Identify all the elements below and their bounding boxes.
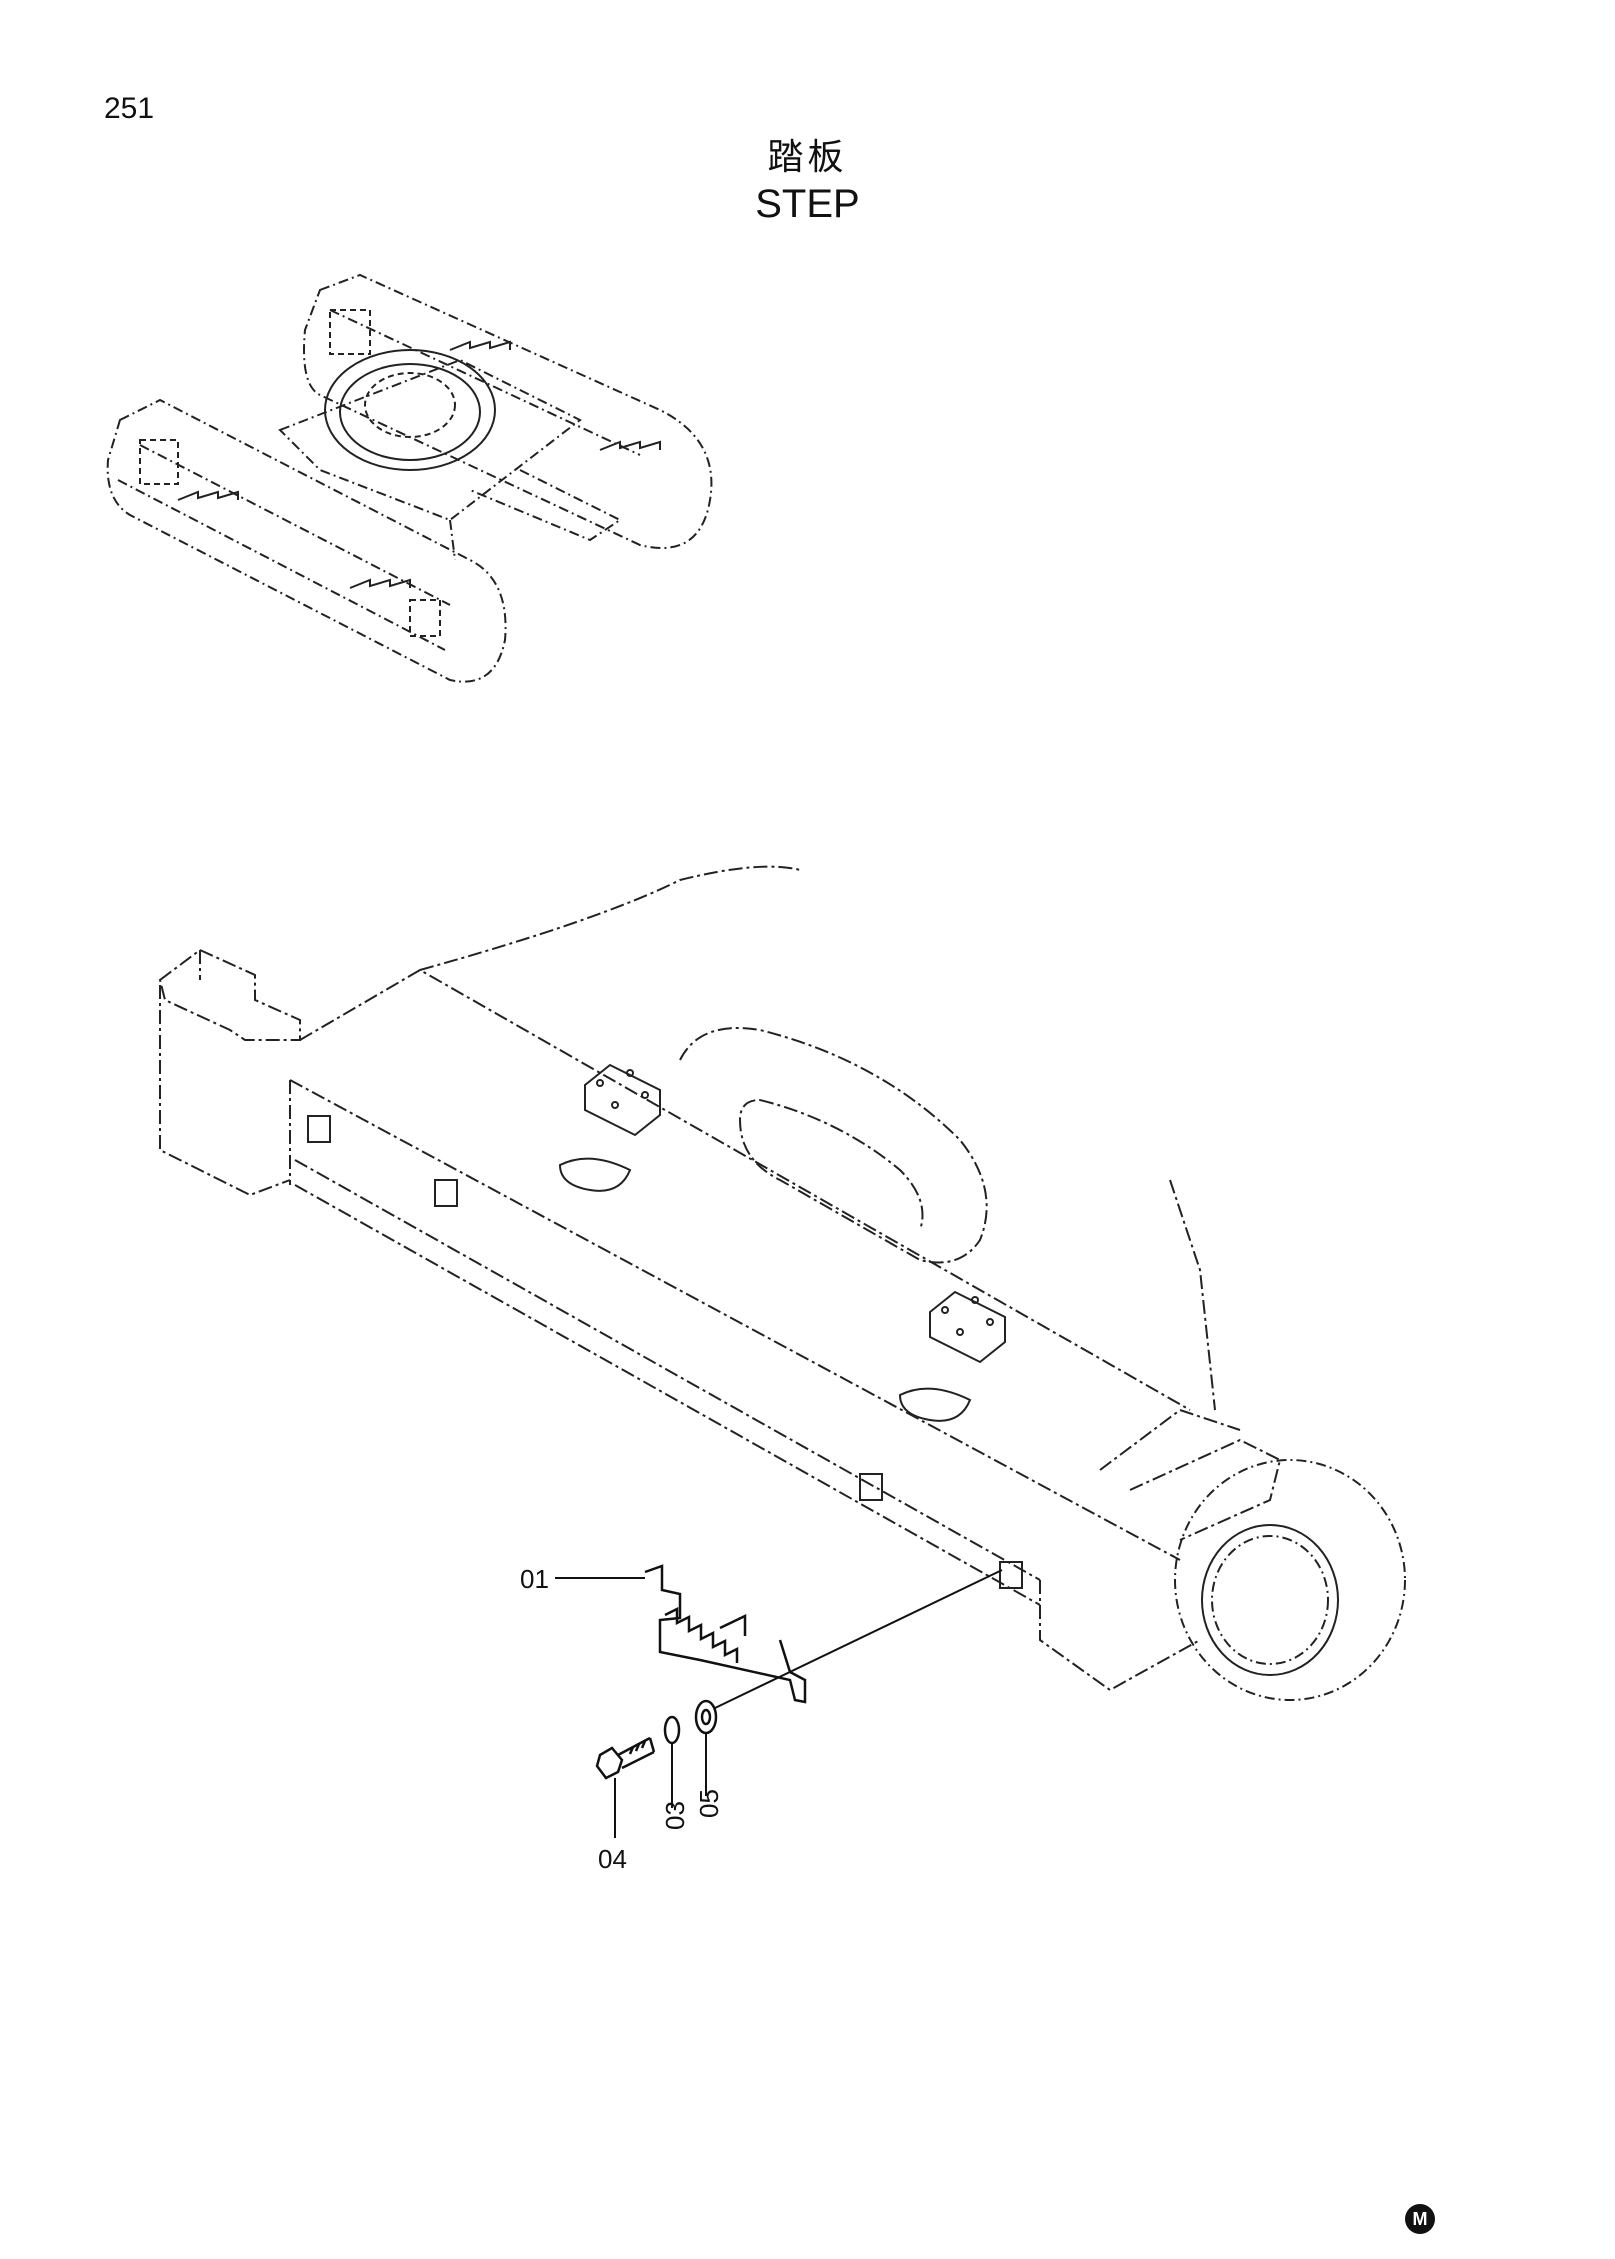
title-english: STEP — [755, 182, 860, 226]
overview-steps — [139, 309, 661, 637]
leader-lines — [555, 1569, 1003, 1838]
page-number: 251 — [104, 92, 155, 125]
step-plate-01 — [644, 1564, 807, 1704]
title-japanese: 踏板 — [767, 137, 848, 178]
callout-03: 03 — [660, 1801, 690, 1830]
mounting-pads — [558, 1063, 1006, 1422]
part-03-lockwasher — [663, 1715, 681, 1745]
part-05-washer — [694, 1699, 718, 1735]
swing-bearing-ring — [324, 349, 496, 471]
callout-04: 04 — [598, 1844, 627, 1874]
step-brackets — [307, 1115, 1023, 1589]
track-frame-detail — [158, 865, 1282, 1692]
idler-hub — [1174, 1459, 1406, 1701]
callout-05: 05 — [694, 1789, 724, 1818]
callout-01: 01 — [520, 1564, 549, 1594]
manufacturer-mark: M — [1405, 2204, 1435, 2234]
part-04-bolt — [595, 1736, 656, 1780]
undercarriage-overview — [106, 273, 713, 683]
